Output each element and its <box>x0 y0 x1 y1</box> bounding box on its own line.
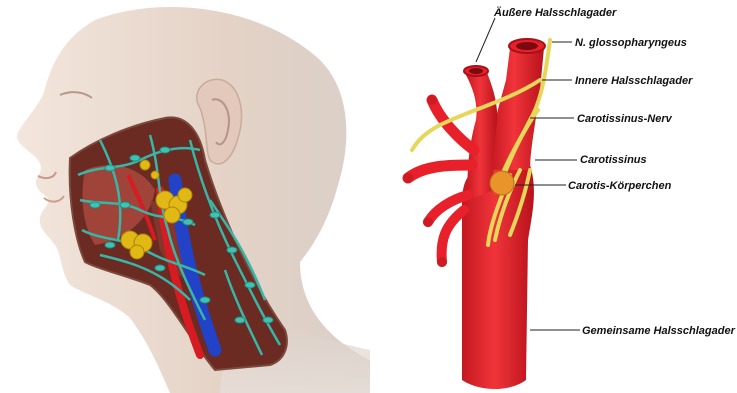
head-neck-svg <box>0 0 370 393</box>
carotid-svg: Äußere Halsschlagader N. glossopharyngeu… <box>370 0 737 393</box>
label-sinus-nerve: Carotissinus-Nerv <box>577 113 673 125</box>
label-external-carotid: Äußere Halsschlagader <box>493 6 617 19</box>
label-common-carotid: Gemeinsame Halsschlagader <box>582 325 736 337</box>
label-glossopharyngeal: N. glossopharyngeus <box>575 37 687 49</box>
label-internal-carotid: Innere Halsschlagader <box>575 75 693 87</box>
carotid-body <box>490 171 514 195</box>
label-carotid-body: Carotis-Körperchen <box>568 180 672 192</box>
head-neck-illustration <box>0 0 370 393</box>
carotid-diagram: Äußere Halsschlagader N. glossopharyngeu… <box>370 0 737 393</box>
label-carotid-sinus: Carotissinus <box>580 154 647 166</box>
